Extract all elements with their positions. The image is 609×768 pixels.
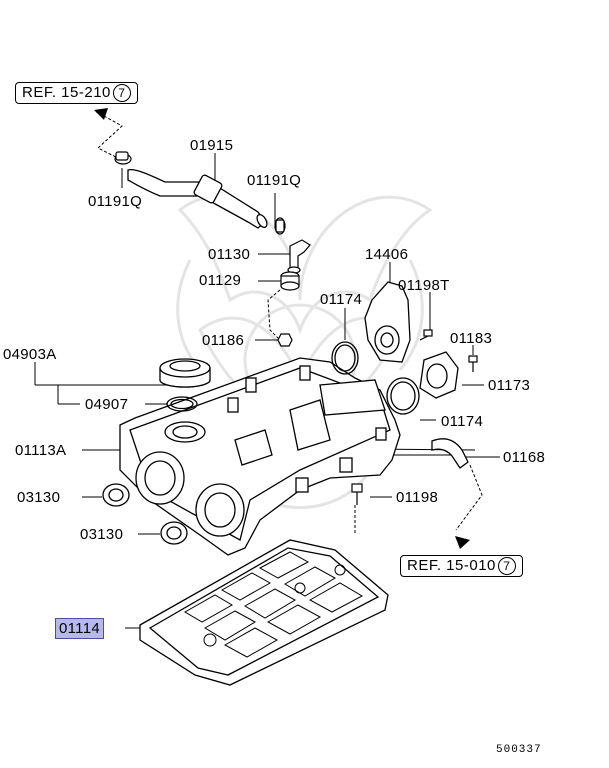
pcv-elbow [287,239,311,274]
flow-arrows [94,108,470,549]
part-label-01198t[interactable]: 01198T [398,277,450,294]
gasket-windows [184,551,364,658]
reference-circle: 7 [112,84,131,102]
hose-clips [114,151,286,235]
reference-circle: 7 [497,557,516,575]
part-label-01114-highlighted[interactable]: 01114 [55,618,104,639]
part-label-01174[interactable]: 01174 [320,291,363,308]
valve-cover [119,357,401,556]
oil-cap-gasket [166,396,198,412]
part-label-03130[interactable]: 03130 [17,489,61,506]
pcv-hose [431,438,469,469]
reference-text: REF. 15-210 [22,84,111,101]
part-label-04903a[interactable]: 04903A [3,346,57,363]
part-label-01173[interactable]: 01173 [488,377,531,394]
small-bolts [351,329,478,505]
valve-cover-gasket [139,539,389,686]
part-label-01915[interactable]: 01915 [190,137,234,154]
document-number: 500337 [496,744,542,756]
oil-filler-cap [159,358,211,388]
part-label-01198[interactable]: 01198 [396,489,439,506]
part-label-01113a[interactable]: 01113A [15,442,67,459]
part-label-01186[interactable]: 01186 [202,332,245,349]
part-label-01191q[interactable]: 01191Q [88,193,143,210]
part-label-01129[interactable]: 01129 [199,272,242,289]
part-label-14406[interactable]: 14406 [365,246,409,263]
part-label-01168[interactable]: 01168 [503,449,546,466]
pcv-grommet [280,271,300,291]
part-label-04907[interactable]: 04907 [85,396,129,413]
plug-tube-seals [102,483,188,545]
sensor-housing [364,281,411,363]
part-label-01174[interactable]: 01174 [441,413,484,430]
o-rings [331,341,420,415]
part-label-03130[interactable]: 03130 [80,526,124,543]
part-label-01130[interactable]: 01130 [208,246,251,263]
sensor-cover [419,351,459,399]
breather-hose [127,169,268,229]
bolt-01186 [277,333,293,347]
reference-text: REF. 15-010 [407,557,496,574]
part-label-01191q[interactable]: 01191Q [247,172,302,189]
part-label-01183[interactable]: 01183 [450,330,493,347]
